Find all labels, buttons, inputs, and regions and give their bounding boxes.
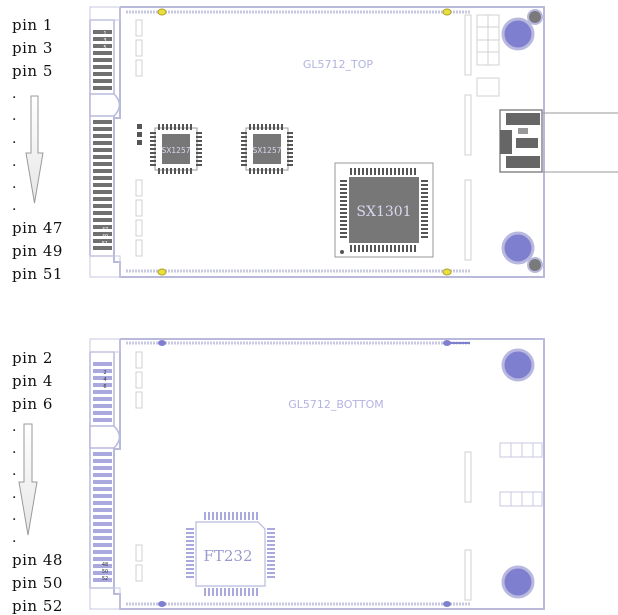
ellipsis-dot: . <box>12 530 17 546</box>
chip-sx1257-middle: SX1257 <box>241 124 293 174</box>
pin-label-47: pin 47 <box>12 219 63 237</box>
key-notch <box>89 425 121 449</box>
ellipsis-dot: . <box>12 108 17 124</box>
chip-label-sx1257-left: SX1257 <box>162 146 191 155</box>
ellipsis-dot: . <box>12 508 17 524</box>
edge-fingers-upper <box>93 362 112 422</box>
pin-label-1: pin 1 <box>12 16 53 34</box>
edge-fingers-upper <box>93 30 112 90</box>
chip-sx1257-left: SX1257 <box>150 124 202 174</box>
pad-number-52: 52 <box>102 576 108 582</box>
key-notch <box>89 93 121 117</box>
board-title-top: GL5712_TOP <box>303 58 374 71</box>
pin-label-50: pin 50 <box>12 574 63 592</box>
down-arrow-icon <box>25 95 44 204</box>
ellipsis-dot: . <box>12 198 17 214</box>
pad-number-5: 5 <box>103 45 106 51</box>
pad-number-2: 2 <box>103 370 106 376</box>
board-title-bottom: GL5712_BOTTOM <box>288 398 384 411</box>
pad-number-51: 51 <box>102 241 108 247</box>
rf-connector <box>499 109 618 173</box>
down-arrow-icon <box>18 423 38 536</box>
pad-number-3: 3 <box>103 38 106 44</box>
bottom-board: 2 4 6 48 50 52 GL5712_BOTTOM <box>89 338 545 610</box>
edge-fingers-lower <box>93 452 112 582</box>
pad-number-49: 49 <box>102 234 108 240</box>
board-outline <box>113 338 545 610</box>
pin-label-3: pin 3 <box>12 39 53 57</box>
pad-number-48: 48 <box>102 562 108 568</box>
pin-label-51: pin 51 <box>12 265 63 283</box>
ellipsis-dot: . <box>12 86 17 102</box>
ellipsis-dot: . <box>12 154 17 170</box>
chip-label-sx1257-middle: SX1257 <box>253 146 282 155</box>
top-board: 1 3 5 47 49 51 GL5712_TOP <box>89 6 618 278</box>
chip-label-sx1301: SX1301 <box>356 204 411 220</box>
pad-number-47: 47 <box>102 227 108 233</box>
ellipsis-dot: . <box>12 441 17 457</box>
pad-number-1: 1 <box>103 31 106 37</box>
ellipsis-dot: . <box>12 419 17 435</box>
pin-label-52: pin 52 <box>12 597 63 615</box>
pin-label-2: pin 2 <box>12 349 53 367</box>
ellipsis-dot: . <box>12 486 17 502</box>
edge-fingers-lower <box>93 120 112 250</box>
chip-ft232: FT232 <box>186 512 275 596</box>
ellipsis-dot: . <box>12 131 17 147</box>
chip-label-ft232: FT232 <box>203 547 252 565</box>
ellipsis-dot: . <box>12 176 17 192</box>
pin-label-5: pin 5 <box>12 62 53 80</box>
pin-label-6: pin 6 <box>12 395 53 413</box>
chip-sx1301: SX1301 <box>334 162 434 258</box>
pin-label-49: pin 49 <box>12 242 63 260</box>
pin-label-48: pin 48 <box>12 551 63 569</box>
pad-number-50: 50 <box>102 569 108 575</box>
pin-label-4: pin 4 <box>12 372 53 390</box>
pad-number-6: 6 <box>103 384 106 390</box>
pad-number-4: 4 <box>103 377 106 383</box>
ellipsis-dot: . <box>12 463 17 479</box>
